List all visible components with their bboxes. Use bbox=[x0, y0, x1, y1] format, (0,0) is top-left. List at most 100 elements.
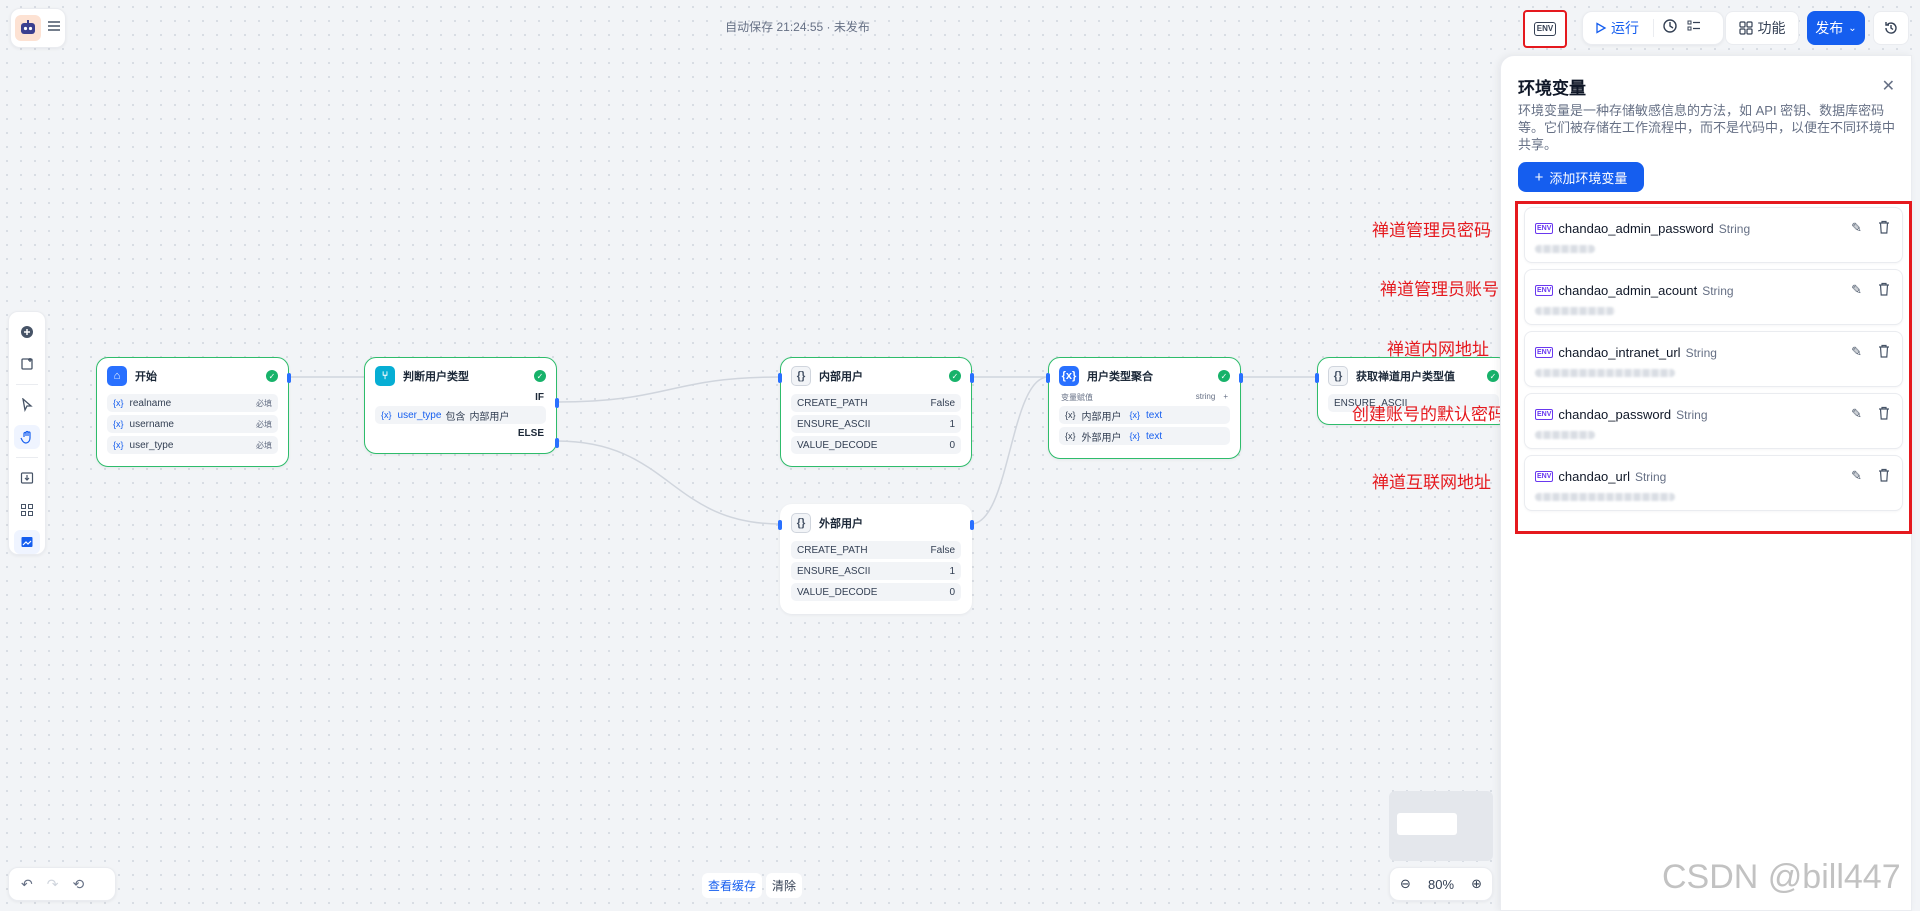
panel-title: 环境变量 bbox=[1518, 79, 1586, 98]
autosave-status: 自动保存 21:24:55 · 未发布 bbox=[725, 20, 870, 34]
minimap[interactable] bbox=[1389, 791, 1493, 861]
run-button[interactable]: 运行 bbox=[1589, 18, 1645, 38]
output-handle[interactable] bbox=[970, 520, 974, 530]
history-icon bbox=[1885, 22, 1897, 34]
ifelse-node[interactable]: ⑂ 判断用户类型 ✓ IF {x} user_type 包含 内部用户 ELSE bbox=[364, 357, 559, 454]
param-key: CREATE_PATH bbox=[797, 397, 868, 409]
condition-value: 内部用户 bbox=[469, 411, 510, 423]
delete-icon[interactable] bbox=[1878, 406, 1890, 425]
divider bbox=[1653, 19, 1654, 37]
env-variable-item[interactable]: ENV chandao_admin_password String ✎ bbox=[1524, 207, 1903, 263]
pointer-icon[interactable] bbox=[14, 393, 40, 417]
delete-icon[interactable] bbox=[1878, 282, 1890, 301]
json-parse-icon: {} bbox=[791, 513, 811, 533]
checklist-icon[interactable] bbox=[1686, 18, 1702, 39]
env-icon: ENV bbox=[1535, 471, 1554, 482]
organize-blocks-icon[interactable] bbox=[14, 498, 40, 522]
cache-controls: 查看缓存 清除 bbox=[702, 873, 803, 898]
edit-icon[interactable]: ✎ bbox=[1851, 220, 1862, 235]
hamburger-menu-icon[interactable] bbox=[47, 19, 61, 37]
zoom-in-icon[interactable]: ⊕ bbox=[1471, 876, 1482, 891]
zoom-controls: ⊖ 80% ⊕ bbox=[1389, 867, 1493, 901]
env-icon: ENV bbox=[1535, 285, 1554, 296]
field-name: realname bbox=[129, 397, 172, 409]
field-name: user_type bbox=[129, 439, 174, 451]
add-note-icon[interactable] bbox=[14, 352, 40, 376]
env-variable-item[interactable]: ENV chandao_admin_acount String ✎ bbox=[1524, 269, 1903, 325]
delete-icon[interactable] bbox=[1878, 220, 1890, 239]
if-output-handle[interactable] bbox=[555, 398, 559, 408]
add-node-icon[interactable] bbox=[14, 320, 40, 344]
aggregator-node[interactable]: {x} 用户类型聚合 ✓ 变量赋值 string + {x}内部用户{x}tex… bbox=[1046, 357, 1243, 459]
edit-icon[interactable]: ✎ bbox=[1851, 282, 1862, 297]
edit-icon[interactable]: ✎ bbox=[1851, 468, 1862, 483]
variable-icon: {x} bbox=[1129, 431, 1141, 441]
output-handle[interactable] bbox=[1239, 373, 1243, 383]
env-variable-item[interactable]: ENV chandao_url String ✎ bbox=[1524, 455, 1903, 511]
required-tag: 必填 bbox=[256, 419, 272, 429]
fetch-user-type-node[interactable]: {} 获取禅道用户类型值 ✓ ENSURE_ASCII bbox=[1315, 357, 1510, 425]
redo-icon[interactable]: ↷ bbox=[46, 875, 59, 892]
edit-icon[interactable]: ✎ bbox=[1851, 344, 1862, 359]
view-cache-button[interactable]: 查看缓存 bbox=[702, 873, 763, 898]
delete-icon[interactable] bbox=[1878, 468, 1890, 487]
history-button[interactable] bbox=[1873, 11, 1909, 45]
hand-icon[interactable] bbox=[14, 425, 40, 449]
edit-icon[interactable]: ✎ bbox=[1851, 406, 1862, 421]
variable-type: String bbox=[1702, 283, 1734, 298]
annotation-default-password: 创建账号的默认密码 bbox=[1352, 405, 1505, 424]
env-variable-item[interactable]: ENV chandao_password String ✎ bbox=[1524, 393, 1903, 449]
aggregate-item: {x}外部用户{x}text bbox=[1059, 427, 1230, 445]
add-env-variable-button[interactable]: + 添加环境变量 bbox=[1518, 162, 1644, 192]
variable-name: chandao_admin_acount bbox=[1558, 283, 1698, 298]
publish-button[interactable]: 发布 ⌄ bbox=[1807, 11, 1865, 45]
minimap-toggle-icon[interactable] bbox=[14, 530, 40, 554]
node-title: 判断用户类型 bbox=[403, 371, 469, 383]
export-image-icon[interactable] bbox=[14, 466, 40, 490]
add-icon[interactable]: + bbox=[1223, 392, 1228, 401]
undo-icon[interactable]: ↶ bbox=[21, 875, 33, 892]
masked-value bbox=[1535, 369, 1675, 377]
else-output-handle[interactable] bbox=[555, 438, 559, 448]
param-value: 0 bbox=[949, 439, 955, 451]
param-key: CREATE_PATH bbox=[797, 544, 868, 556]
add-button-label: 添加环境变量 bbox=[1549, 170, 1628, 186]
input-handle[interactable] bbox=[1315, 373, 1319, 383]
features-button[interactable]: 功能 bbox=[1725, 11, 1799, 45]
param-value: 1 bbox=[949, 565, 955, 577]
zoom-out-icon[interactable]: ⊖ bbox=[1400, 876, 1411, 891]
item-type: text bbox=[1146, 409, 1163, 421]
group-type: string bbox=[1195, 392, 1216, 401]
zoom-level[interactable]: 80% bbox=[1427, 876, 1455, 892]
app-menu[interactable] bbox=[10, 8, 66, 48]
param-key: ENSURE_ASCII bbox=[797, 565, 871, 577]
input-handle[interactable] bbox=[778, 520, 782, 530]
output-handle[interactable] bbox=[970, 373, 974, 383]
param-row: ENSURE_ASCII bbox=[1328, 394, 1499, 412]
checklist-clock-icon[interactable] bbox=[1662, 18, 1678, 39]
json-parse-icon: {} bbox=[791, 366, 811, 386]
input-handle[interactable] bbox=[1046, 373, 1050, 383]
env-variables-button[interactable]: ENV bbox=[1523, 10, 1567, 48]
divider bbox=[16, 384, 38, 385]
json-parse-icon: {} bbox=[1328, 366, 1348, 386]
history-icon[interactable]: ⟲ bbox=[72, 875, 85, 892]
delete-icon[interactable] bbox=[1878, 344, 1890, 363]
clear-cache-button[interactable]: 清除 bbox=[766, 873, 803, 898]
success-check-icon: ✓ bbox=[534, 370, 546, 382]
close-icon[interactable]: ✕ bbox=[1881, 78, 1895, 95]
env-variable-item[interactable]: ENV chandao_intranet_url String ✎ bbox=[1524, 331, 1903, 387]
input-handle[interactable] bbox=[778, 373, 782, 383]
undo-redo-toolbar: ↶ ↷ ⟲ bbox=[8, 867, 116, 901]
variable-icon: {x} bbox=[113, 398, 124, 408]
param-key: VALUE_DECODE bbox=[797, 439, 878, 451]
run-toolbar: 运行 bbox=[1582, 11, 1724, 45]
output-handle[interactable] bbox=[287, 373, 291, 383]
masked-value bbox=[1535, 245, 1595, 253]
